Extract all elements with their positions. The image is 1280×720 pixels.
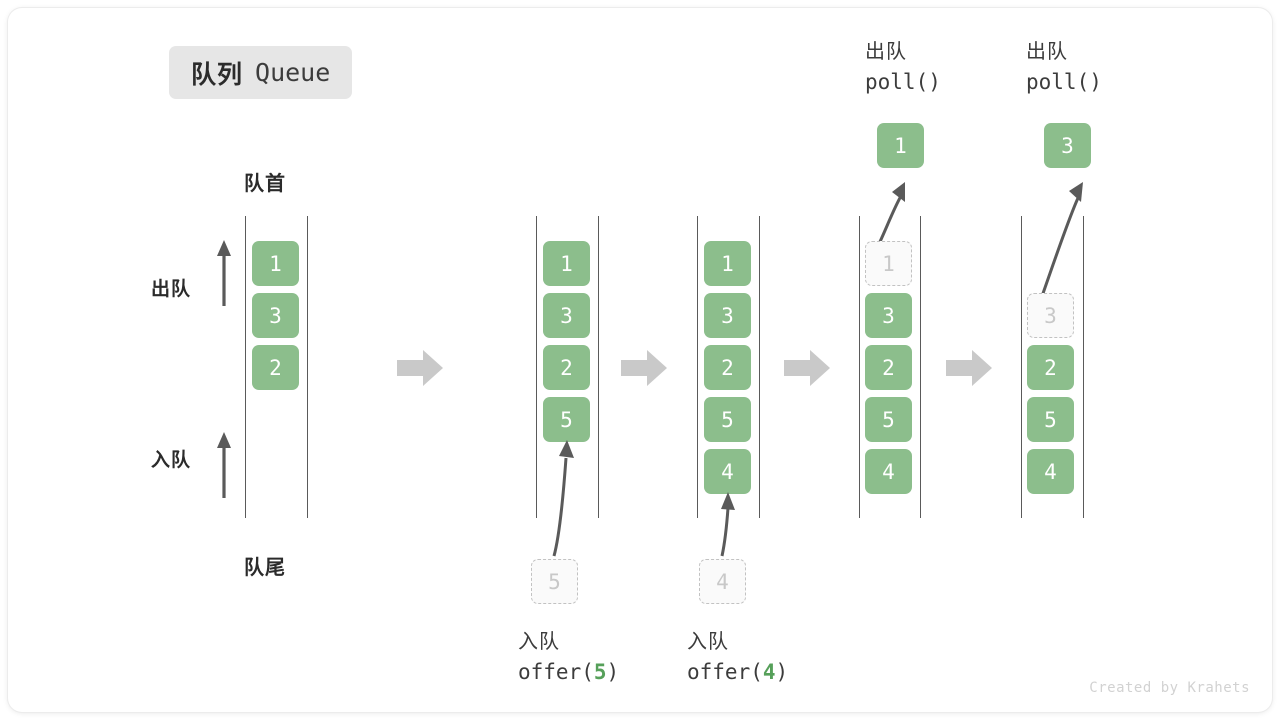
operation-name: 出队 xyxy=(1026,41,1068,63)
head-label: 队首 xyxy=(244,173,286,195)
title-en: Queue xyxy=(255,58,331,87)
cell: 2 xyxy=(704,345,751,390)
operation-code: poll() xyxy=(865,70,941,94)
operation-name: 出队 xyxy=(865,41,907,63)
enqueue-direction-arrow xyxy=(217,432,231,498)
rail-left-5 xyxy=(1021,216,1022,518)
operation-code: offer(5) xyxy=(518,660,620,684)
cell: 3 xyxy=(865,293,912,338)
rail-right-1 xyxy=(307,216,308,518)
rail-left-3 xyxy=(697,216,698,518)
dequeue-direction-arrow xyxy=(217,240,231,306)
cell: 5 xyxy=(1027,397,1074,442)
dequeue-move-arrow xyxy=(875,182,905,249)
operation-caption-offer-4: 入队 offer(4) xyxy=(687,628,788,687)
transition-arrow-icon xyxy=(784,350,830,386)
operation-name: 入队 xyxy=(518,631,560,653)
operation-code: offer(4) xyxy=(687,660,789,684)
cell: 2 xyxy=(1027,345,1074,390)
cell: 3 xyxy=(543,293,590,338)
cell: 1 xyxy=(543,241,590,286)
dequeue-move-arrow xyxy=(1038,182,1083,303)
cell: 5 xyxy=(865,397,912,442)
cell: 3 xyxy=(252,293,299,338)
rail-right-2 xyxy=(598,216,599,518)
rail-left-1 xyxy=(245,216,246,518)
outgoing-ghost-cell: 3 xyxy=(1027,293,1074,338)
cell: 4 xyxy=(865,449,912,494)
title-badge: 队列 Queue xyxy=(169,46,353,99)
operation-caption-poll-3: 出队 poll() xyxy=(1026,38,1102,97)
transition-arrow-icon xyxy=(946,350,992,386)
cell: 1 xyxy=(252,241,299,286)
outgoing-cell: 3 xyxy=(1044,123,1091,168)
cell: 2 xyxy=(252,345,299,390)
operation-caption-poll-1: 出队 poll() xyxy=(865,38,941,97)
rail-right-4 xyxy=(920,216,921,518)
rail-right-5 xyxy=(1083,216,1084,518)
operation-name: 入队 xyxy=(687,631,729,653)
cell: 5 xyxy=(543,397,590,442)
incoming-ghost-cell: 4 xyxy=(699,559,746,604)
tail-label: 队尾 xyxy=(244,557,286,579)
diagram-canvas: 队列 Queue 队首 队尾 出队 入队 1 3 2 1 3 2 5 5 入队 … xyxy=(8,8,1272,712)
title-cn: 队列 xyxy=(191,60,244,89)
outgoing-ghost-cell: 1 xyxy=(865,241,912,286)
operation-code: poll() xyxy=(1026,70,1102,94)
enqueue-side-label: 入队 xyxy=(151,450,192,471)
outgoing-cell: 1 xyxy=(877,123,924,168)
credit-text: Created by Krahets xyxy=(1089,680,1250,696)
cell: 2 xyxy=(543,345,590,390)
rail-left-4 xyxy=(859,216,860,518)
enqueue-move-arrow xyxy=(552,440,574,557)
enqueue-move-arrow xyxy=(720,492,735,557)
dequeue-side-label: 出队 xyxy=(151,279,192,300)
cell: 4 xyxy=(704,449,751,494)
cell: 5 xyxy=(704,397,751,442)
rail-left-2 xyxy=(536,216,537,518)
operation-caption-offer-5: 入队 offer(5) xyxy=(518,628,619,687)
cell: 4 xyxy=(1027,449,1074,494)
transition-arrow-icon xyxy=(621,350,667,386)
cell: 2 xyxy=(865,345,912,390)
cell: 3 xyxy=(704,293,751,338)
cell: 1 xyxy=(704,241,751,286)
incoming-ghost-cell: 5 xyxy=(531,559,578,604)
rail-right-3 xyxy=(759,216,760,518)
transition-arrow-icon xyxy=(397,350,443,386)
